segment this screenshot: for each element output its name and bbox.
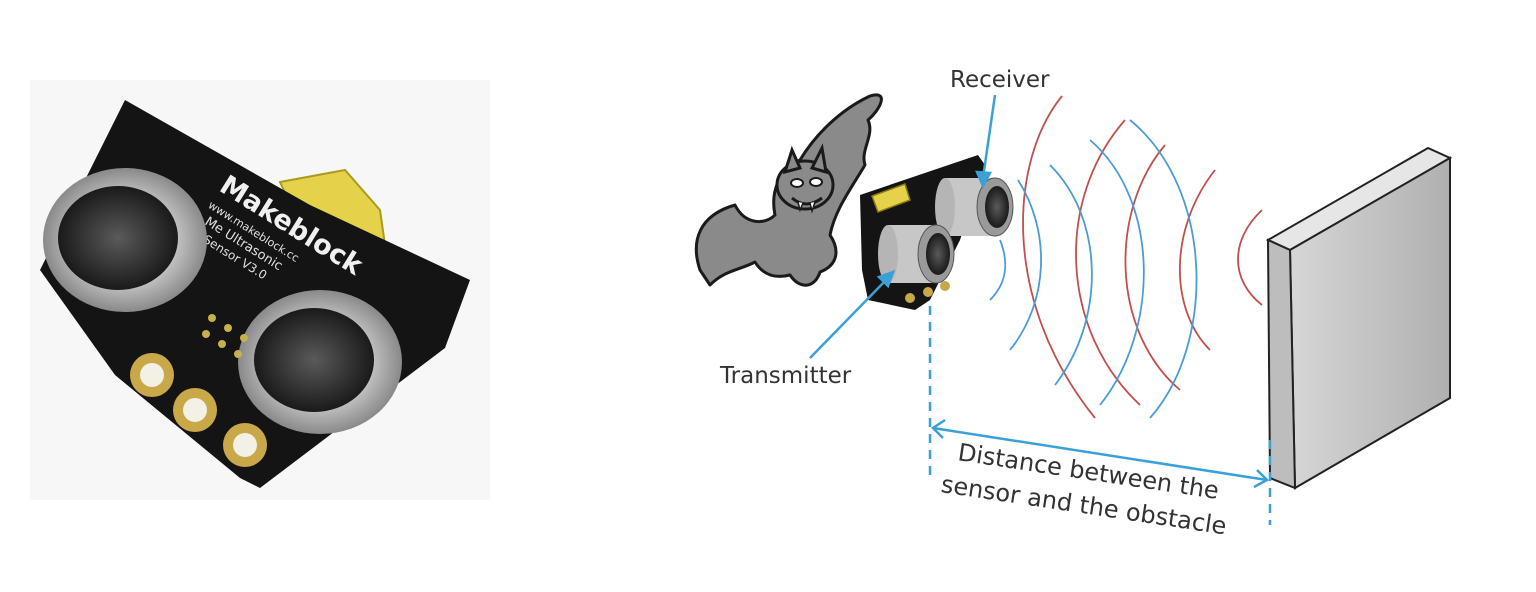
outgoing-wave-5 <box>1237 209 1263 306</box>
outgoing-wave-2 <box>1075 119 1141 406</box>
outgoing-wave-4 <box>1179 169 1216 351</box>
returning-wave-2 <box>1009 179 1042 351</box>
outgoing-waves <box>1022 95 1263 419</box>
returning-waves <box>989 119 1198 419</box>
sensor-photo: Makeblock www.makeblock.cc Me Ultrasonic… <box>30 80 490 500</box>
bat-illustration <box>694 93 883 287</box>
receiver-pointer-line <box>981 94 997 179</box>
transmitter-pointer-line <box>809 277 889 359</box>
outgoing-wave-1 <box>1022 95 1096 419</box>
transmitter-pointer-head <box>876 269 896 289</box>
ultrasonic-diagram: Receiver Transmitter Distance between th… <box>694 67 1453 540</box>
sensor-module <box>860 155 1014 310</box>
right-transducer <box>238 290 402 434</box>
receiver-label: Receiver <box>950 67 1050 93</box>
returning-wave-3 <box>1049 164 1093 386</box>
label-pointers <box>809 94 997 359</box>
left-transducer <box>43 168 207 312</box>
module-connector <box>871 183 911 213</box>
module-pins <box>905 281 950 303</box>
transmitter-transducer <box>878 224 955 284</box>
distance-arrow <box>931 418 1270 489</box>
returning-wave-4 <box>1089 139 1145 406</box>
distance-arrow-head-left <box>931 418 946 439</box>
returning-wave-5 <box>1129 119 1198 419</box>
transmitter-label: Transmitter <box>719 363 852 389</box>
distance-arrow-line <box>932 426 1268 482</box>
outgoing-wave-3 <box>1124 144 1181 391</box>
returning-wave-1 <box>989 239 1007 301</box>
receiver-transducer <box>935 177 1014 237</box>
pin-pads <box>202 314 248 358</box>
connector-holes <box>130 353 267 467</box>
distance-arrow-head-right <box>1253 469 1270 489</box>
obstacle-wall <box>1265 146 1453 490</box>
dimension-guides <box>928 306 1272 525</box>
receiver-pointer-head <box>975 170 993 189</box>
